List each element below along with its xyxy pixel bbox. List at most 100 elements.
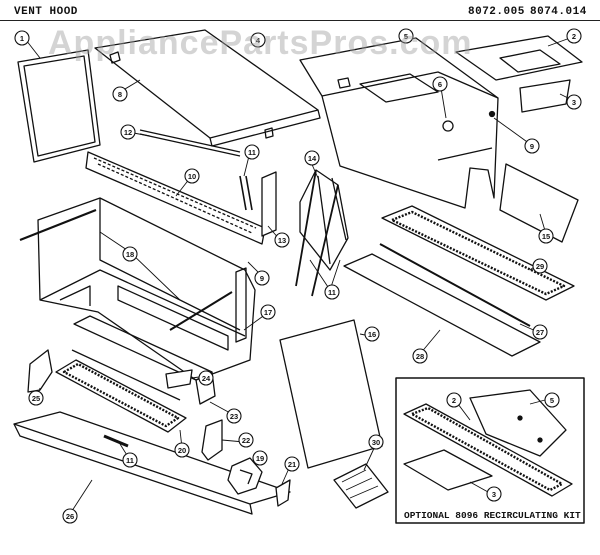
callout-21: 21 bbox=[284, 456, 300, 472]
part-side-panel bbox=[17, 49, 101, 163]
part-bottom-trim bbox=[13, 411, 291, 515]
part-front-panel bbox=[279, 319, 383, 469]
callout-12: 12 bbox=[120, 124, 136, 140]
part-switch bbox=[227, 457, 263, 495]
svg-text:25: 25 bbox=[32, 394, 40, 403]
svg-text:13: 13 bbox=[278, 236, 286, 245]
part-small-clip bbox=[165, 369, 193, 389]
kit-charcoal-pad bbox=[403, 449, 493, 491]
svg-text:21: 21 bbox=[288, 460, 296, 469]
callout-25: 25 bbox=[28, 390, 44, 406]
svg-text:11: 11 bbox=[328, 288, 336, 297]
part-bracket-13 bbox=[261, 171, 277, 237]
kit-deflector-plate bbox=[469, 389, 567, 457]
model-number-a: 8072.005 bbox=[468, 6, 525, 18]
svg-text:26: 26 bbox=[66, 512, 74, 521]
part-main-housing bbox=[19, 197, 256, 405]
callout-9: 9 bbox=[524, 138, 540, 154]
svg-text:27: 27 bbox=[536, 328, 544, 337]
callout-5: 5 bbox=[398, 28, 414, 44]
kit-callout-5: 5 bbox=[544, 392, 560, 408]
svg-text:18: 18 bbox=[126, 250, 134, 259]
callout-22: 22 bbox=[238, 432, 254, 448]
svg-text:11: 11 bbox=[126, 456, 134, 465]
callout-28: 28 bbox=[412, 348, 428, 364]
part-clip bbox=[275, 479, 291, 507]
part-rod bbox=[139, 129, 241, 157]
svg-text:2: 2 bbox=[452, 396, 456, 405]
callout-2: 2 bbox=[566, 28, 582, 44]
part-left-bracket bbox=[27, 349, 53, 393]
callout-13: 13 bbox=[274, 232, 290, 248]
svg-text:23: 23 bbox=[230, 412, 238, 421]
svg-text:5: 5 bbox=[404, 32, 408, 41]
callout-27: 27 bbox=[532, 324, 548, 340]
callout-8: 8 bbox=[112, 86, 128, 102]
part-filter-top bbox=[455, 35, 583, 81]
callout-11c: 11 bbox=[122, 452, 138, 468]
svg-text:5: 5 bbox=[550, 396, 554, 405]
model-number-b: 8074.014 bbox=[530, 6, 587, 18]
svg-text:19: 19 bbox=[256, 454, 264, 463]
svg-text:4: 4 bbox=[256, 36, 261, 45]
part-angled-plate bbox=[519, 79, 571, 113]
callout-14: 14 bbox=[304, 150, 320, 166]
header-rule bbox=[0, 20, 600, 21]
svg-text:9: 9 bbox=[530, 142, 534, 151]
svg-text:12: 12 bbox=[124, 128, 132, 137]
callout-20: 20 bbox=[174, 442, 190, 458]
kit-label: OPTIONAL 8096 RECIRCULATING KIT bbox=[404, 510, 581, 521]
part-grille-rail bbox=[85, 151, 266, 245]
svg-text:17: 17 bbox=[264, 308, 272, 317]
svg-text:3: 3 bbox=[572, 98, 576, 107]
kit-callout-2: 2 bbox=[446, 392, 462, 408]
callout-10: 10 bbox=[184, 168, 200, 184]
callout-11b: 11 bbox=[324, 284, 340, 300]
recirculating-kit-box: 2 5 3 bbox=[395, 377, 585, 524]
svg-text:29: 29 bbox=[536, 262, 544, 271]
part-screw bbox=[488, 110, 496, 118]
svg-text:14: 14 bbox=[308, 154, 317, 163]
diagram-title: VENT HOOD bbox=[14, 6, 78, 18]
part-callouts: 1 2 3 4 5 6 8 9 10 11 12 13 14 15 16 17 … bbox=[14, 28, 582, 524]
part-top-cover bbox=[94, 29, 321, 147]
callout-9b: 9 bbox=[254, 270, 270, 286]
part-light-channel bbox=[343, 243, 541, 357]
part-deflector bbox=[499, 163, 579, 243]
svg-text:15: 15 bbox=[542, 232, 550, 241]
callout-17: 17 bbox=[260, 304, 276, 320]
callout-29: 29 bbox=[532, 258, 548, 274]
svg-text:30: 30 bbox=[372, 438, 380, 447]
callout-26: 26 bbox=[62, 508, 78, 524]
svg-text:28: 28 bbox=[416, 352, 424, 361]
svg-text:22: 22 bbox=[242, 436, 250, 445]
kit-filter-grille bbox=[403, 403, 573, 497]
callout-24: 24 bbox=[198, 370, 214, 386]
svg-text:24: 24 bbox=[202, 374, 211, 383]
part-filter-grille bbox=[381, 205, 575, 301]
svg-text:16: 16 bbox=[368, 330, 376, 339]
callout-23: 23 bbox=[226, 408, 242, 424]
watermark: AppliancePartsPros.com bbox=[48, 24, 473, 62]
callout-16: 16 bbox=[364, 326, 380, 342]
part-rear-housing bbox=[299, 37, 499, 209]
callout-6: 6 bbox=[432, 76, 448, 92]
callout-4: 4 bbox=[250, 32, 266, 48]
svg-text:8: 8 bbox=[118, 90, 122, 99]
callout-15: 15 bbox=[538, 228, 554, 244]
callout-19: 19 bbox=[252, 450, 268, 466]
callout-3: 3 bbox=[566, 94, 582, 110]
svg-text:20: 20 bbox=[178, 446, 186, 455]
part-angled-bracket bbox=[295, 169, 349, 297]
part-lower-grille bbox=[55, 349, 187, 433]
kit-callout-3: 3 bbox=[486, 486, 502, 502]
svg-text:10: 10 bbox=[188, 172, 196, 181]
part-bracket-11 bbox=[239, 175, 253, 211]
svg-text:11: 11 bbox=[248, 148, 256, 157]
callout-1: 1 bbox=[14, 30, 30, 46]
callout-18: 18 bbox=[122, 246, 138, 262]
svg-text:1: 1 bbox=[20, 34, 24, 43]
svg-text:9: 9 bbox=[260, 274, 264, 283]
